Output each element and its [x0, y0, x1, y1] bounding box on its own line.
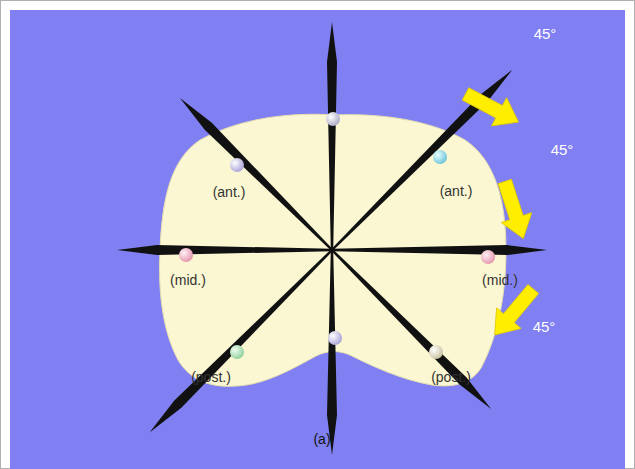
- cutting-plane: [180, 98, 333, 251]
- landmark-sphere: [481, 250, 495, 264]
- cutting-plane: [332, 245, 547, 255]
- cutting-plane: [150, 249, 333, 432]
- position-label: (mid.): [482, 273, 518, 288]
- cutting-plane: [331, 249, 491, 409]
- angle-label: 45°: [551, 142, 574, 159]
- landmark-sphere: [328, 331, 342, 345]
- figure-label: (a): [313, 432, 330, 447]
- background-panel: [10, 10, 625, 469]
- cutting-plane: [327, 250, 337, 455]
- rotation-arrow: [458, 80, 526, 136]
- position-label: (mid.): [170, 273, 206, 288]
- cutting-planes: [117, 22, 547, 455]
- rotation-arrow: [482, 279, 545, 346]
- cutting-plane: [327, 22, 337, 250]
- angle-label: 45°: [533, 319, 556, 336]
- cutting-plane: [117, 245, 332, 255]
- position-label: (post.): [431, 370, 471, 385]
- landmark-sphere: [230, 158, 244, 172]
- landmark-sphere: [230, 345, 244, 359]
- landmark-spheres: [179, 112, 495, 359]
- position-label: (ant.): [213, 185, 246, 200]
- landmark-sphere: [433, 150, 447, 164]
- angle-label: 45°: [534, 26, 557, 43]
- landmark-sphere: [326, 112, 340, 126]
- landmark-sphere: [179, 248, 193, 262]
- position-label: (ant.): [440, 184, 473, 199]
- landmark-sphere: [429, 345, 443, 359]
- position-label: (post.): [191, 370, 231, 385]
- rotation-arrows: [458, 80, 546, 345]
- rotation-arrow: [490, 177, 539, 244]
